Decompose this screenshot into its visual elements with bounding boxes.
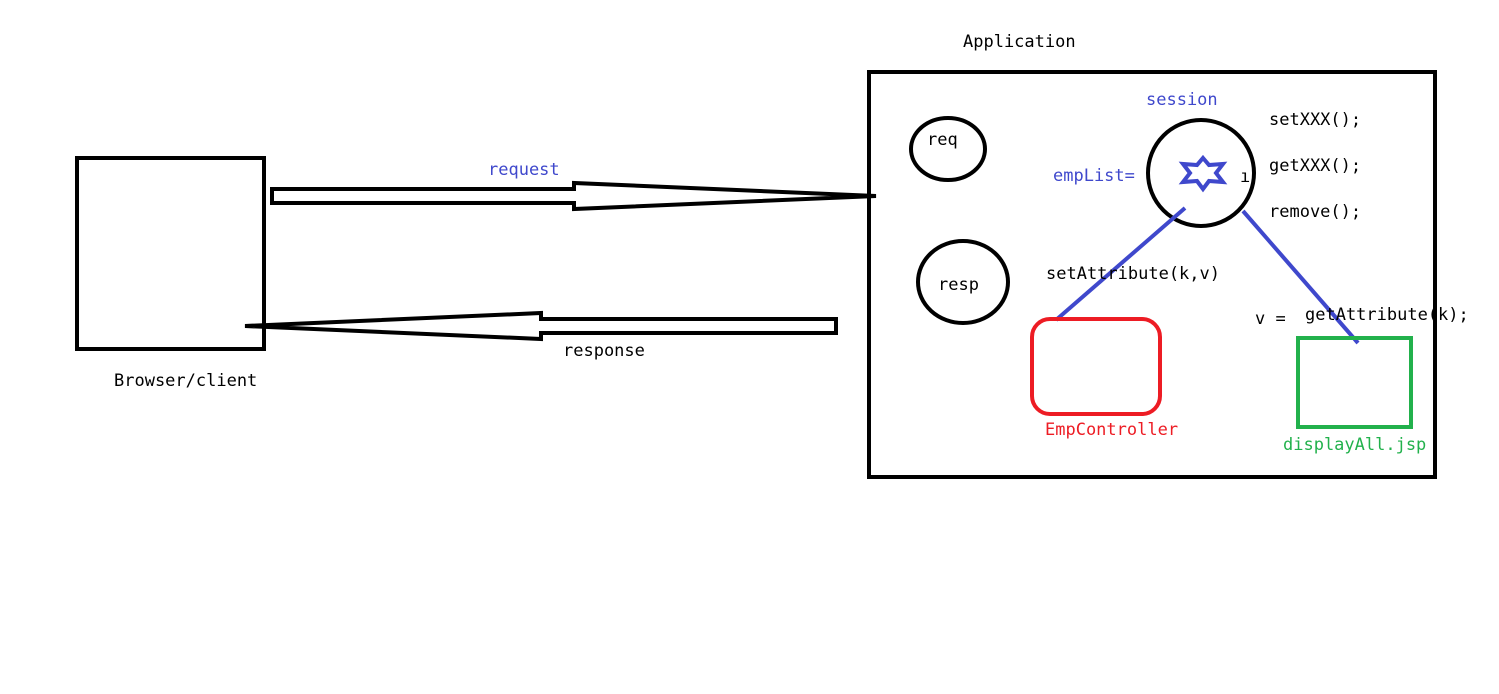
application-label: Application bbox=[963, 32, 1076, 52]
resp-label: resp bbox=[938, 275, 979, 295]
request-arrow bbox=[270, 180, 877, 212]
response-label: response bbox=[563, 341, 645, 361]
session-circle bbox=[1146, 118, 1256, 228]
session-label: session bbox=[1146, 90, 1218, 110]
emp-list-label: empList= bbox=[1053, 166, 1135, 186]
get-xxx-label: getXXX(); bbox=[1269, 156, 1361, 176]
emp-controller-box bbox=[1030, 317, 1162, 416]
resp-circle bbox=[916, 239, 1010, 325]
set-attribute-label: setAttribute(k,v) bbox=[1046, 264, 1220, 284]
browser-box bbox=[75, 156, 266, 351]
application-box bbox=[867, 70, 1437, 479]
display-all-label: displayAll.jsp bbox=[1283, 435, 1426, 455]
remove-label: remove(); bbox=[1269, 202, 1361, 222]
stray-mark: ı bbox=[1240, 167, 1250, 187]
response-arrow bbox=[244, 310, 838, 342]
get-attribute-connector bbox=[1241, 209, 1360, 345]
req-label: req bbox=[927, 130, 958, 150]
req-circle bbox=[909, 116, 987, 182]
emp-controller-label: EmpController bbox=[1045, 420, 1178, 440]
get-attribute-label: getAttribute(k); bbox=[1305, 305, 1469, 325]
browser-label: Browser/client bbox=[114, 371, 257, 391]
v-equals-label: v = bbox=[1255, 309, 1286, 329]
six-point-star-icon bbox=[1178, 154, 1228, 193]
request-label: request bbox=[488, 160, 560, 180]
display-all-box bbox=[1296, 336, 1413, 429]
set-attribute-connector bbox=[1054, 206, 1187, 322]
set-xxx-label: setXXX(); bbox=[1269, 110, 1361, 130]
